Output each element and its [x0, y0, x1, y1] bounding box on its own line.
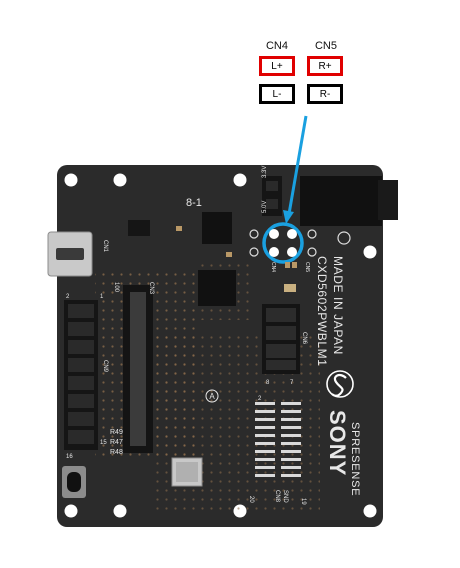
usb-connector [47, 231, 93, 277]
pin-l-plus: L+ [259, 56, 295, 76]
spresense-logo [326, 370, 354, 398]
mount-hole-br [363, 504, 377, 518]
chip-middle [198, 270, 236, 306]
pointer-arrow [283, 115, 308, 224]
mount-hole-t3 [233, 173, 247, 187]
reset-button [62, 466, 86, 498]
silk-pin-2b: 2 [258, 396, 262, 402]
cn8-pads [255, 402, 301, 477]
cn4-label: CN4 [265, 40, 288, 52]
mount-hole-r [363, 245, 377, 259]
mount-hole-bl [64, 504, 78, 518]
silk-r48: R48 [110, 449, 123, 456]
main-connector [123, 285, 153, 453]
silk-pin-8: 8 [266, 380, 270, 386]
cn6-header [262, 284, 300, 374]
pin-r-minus: R- [307, 84, 343, 104]
pin-r-plus: R+ [307, 56, 343, 76]
cn5-label: CN5 [314, 40, 337, 52]
pin-l-minus: L- [259, 84, 295, 104]
silk-cn3: CN3 [148, 282, 154, 295]
silk-pin-100: 100 [113, 282, 119, 293]
silk-3v3: 3.3V [262, 166, 268, 178]
silk-cn4: CN4 [270, 262, 276, 272]
mount-hole-b2 [113, 504, 127, 518]
mount-hole-tl [64, 173, 78, 187]
silk-pin-7: 7 [290, 380, 294, 386]
silk-r47: R47 [110, 439, 123, 446]
mount-hole-t2 [113, 173, 127, 187]
silk-pin-20: 20 [248, 496, 254, 503]
silk-pin-2: 2 [66, 294, 70, 300]
silk-cn5: CN5 [304, 262, 310, 272]
silk-pin-19: 19 [300, 498, 306, 505]
shield-chip [171, 457, 203, 487]
silk-cn9: CN9 [102, 360, 108, 373]
silk-cn6: CN6 [301, 332, 307, 345]
cn9-header [64, 300, 98, 450]
silk-a-mark: A [209, 392, 215, 401]
silk-cn1: CN1 [102, 240, 108, 253]
made-in-japan: MADE IN JAPAN [331, 256, 345, 355]
chip-top [202, 212, 232, 244]
silk-snd: SND [282, 490, 288, 503]
silk-5v: 5.0V [262, 201, 268, 213]
cn4-cn5-pads [249, 222, 351, 264]
part-number: CXD5602PWBLM1 [315, 256, 329, 367]
silk-cn8: CN8 [274, 490, 280, 503]
silk-8-1: 8-1 [186, 197, 202, 209]
sony-logo: SONY [325, 410, 350, 476]
silk-r49: R49 [110, 429, 123, 436]
chip-small [128, 220, 150, 236]
audio-jack [262, 176, 398, 226]
silk-pin-15: 15 [100, 440, 107, 446]
silk-pin-1: 1 [100, 294, 104, 300]
silk-pin-16: 16 [66, 454, 73, 460]
spresense-text: SPRESENSE [349, 422, 361, 496]
